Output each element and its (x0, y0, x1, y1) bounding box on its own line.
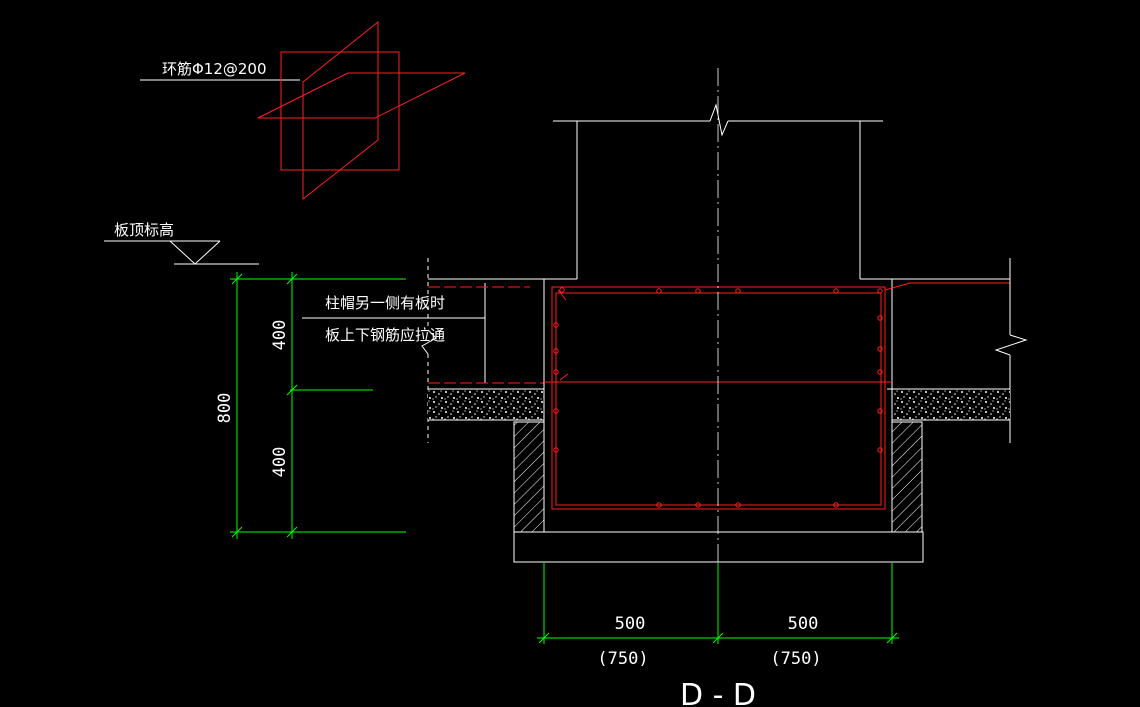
rebar-dot (656, 288, 662, 294)
note-line-2: 板上下钢筋应拉通 (325, 326, 445, 344)
rebar-dot (559, 287, 565, 293)
left-wall-hatch (513, 421, 545, 533)
dim-right-width-alt: (750) (770, 649, 821, 669)
left-gravel-bed (428, 390, 544, 420)
ring-rebar-label: 环筋Φ12@200 (162, 60, 267, 78)
break-symbol (709, 103, 729, 137)
dim-upper-height: 400 (270, 320, 290, 351)
vertical-dimensions: 800 400 400 (215, 272, 406, 539)
rebar-dot (877, 346, 883, 352)
dim-tick (886, 632, 898, 644)
horizontal-dimensions: 500 500 (750) (750) (537, 563, 899, 669)
rebar-dot (735, 502, 741, 508)
rebar-dot (877, 369, 883, 375)
dim-tick (712, 632, 724, 644)
column-cap (513, 279, 924, 563)
dim-tick (231, 526, 243, 538)
rebar-dot (553, 348, 559, 354)
rebar-dot (656, 502, 662, 508)
slab-top-elevation-marker: 板顶标高 (104, 221, 259, 265)
rebar-cage-inner (555, 292, 882, 506)
note-line-1: 柱帽另一侧有板时 (325, 294, 445, 312)
right-slab (887, 258, 1028, 443)
break-symbol (421, 329, 437, 355)
rebar-dot (833, 502, 839, 508)
dim-left-width: 500 (615, 614, 646, 634)
dim-tick (231, 273, 243, 285)
cap-base-slab (513, 531, 924, 563)
rebar-dot (877, 447, 883, 453)
rebar-hook (557, 289, 567, 301)
rebar-dot (553, 369, 559, 375)
rebar-hook (559, 373, 569, 381)
column-outline (544, 103, 1010, 280)
break-symbol (994, 334, 1028, 356)
ring-rebar-detail: 环筋Φ12@200 (140, 20, 466, 201)
rebar-dot (695, 288, 701, 294)
rebar-dot (877, 288, 883, 294)
rebar-dot (553, 408, 559, 414)
dim-tick (286, 526, 298, 538)
right-gravel-bed (892, 390, 1010, 420)
dim-tick (538, 632, 550, 644)
dim-lower-height: 400 (270, 447, 290, 478)
rebar-dot (877, 408, 883, 414)
rebar-dot (553, 447, 559, 453)
rebar-dot (553, 322, 559, 328)
rebar-dot (833, 288, 839, 294)
dim-right-width: 500 (788, 614, 819, 634)
left-slab (421, 258, 544, 443)
continuous-rebar-note: 柱帽另一侧有板时 板上下钢筋应拉通 (302, 283, 486, 383)
rebar-hook (884, 282, 911, 291)
right-wall-hatch (891, 421, 923, 533)
dim-tick (286, 273, 298, 285)
rebar-dot (877, 315, 883, 321)
rebar-dot (695, 502, 701, 508)
dim-tick (286, 384, 298, 396)
elevation-triangle (169, 240, 221, 265)
rebar-cage-outer (551, 286, 886, 510)
ring-rebar-square (280, 51, 400, 171)
dim-total-height: 800 (215, 393, 235, 424)
rebar-dot (735, 288, 741, 294)
section-title: D - D (680, 678, 756, 707)
ring-rebar-vertical-plane (302, 20, 379, 201)
ring-rebar-horizontal-plane (257, 72, 466, 119)
dim-left-width-alt: (750) (597, 649, 648, 669)
slab-top-label: 板顶标高 (114, 221, 174, 239)
